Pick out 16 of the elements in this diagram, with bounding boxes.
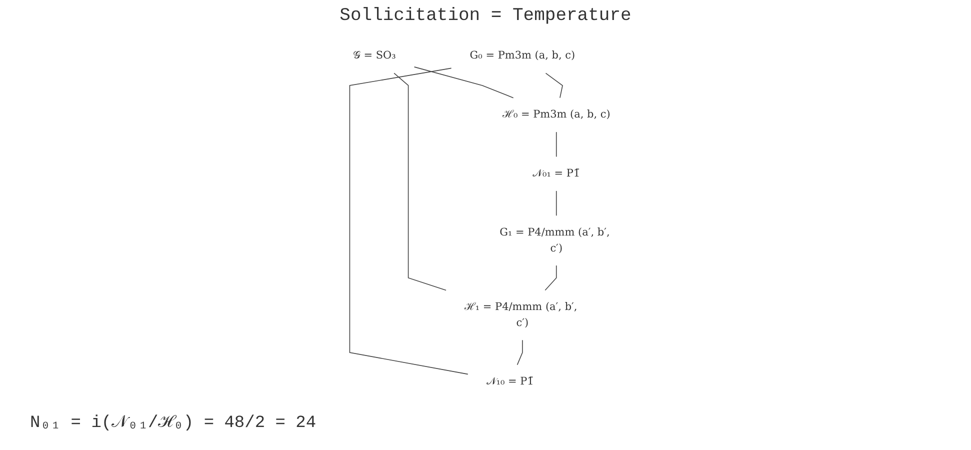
node-text: 𝒩₀₁ = P1̄ — [532, 167, 580, 180]
node-text: 𝒩₁₀ = P1̄ — [486, 375, 534, 388]
connector — [394, 72, 446, 291]
connector — [556, 190, 557, 216]
node-text: 𝒢 = SO₃ — [352, 49, 396, 62]
diagram-title: Sollicitation = Temperature — [338, 6, 632, 26]
connector — [556, 132, 557, 158]
node-text: ℋ₁ = P4/mmm (a′, b′, c′) — [464, 300, 578, 329]
connector — [414, 66, 514, 98]
connector — [516, 340, 523, 366]
node-text: G₁ = P4/mmm (a′, b′, c′) — [500, 226, 610, 254]
formula-note: N₀₁ = i(𝒩₀₁/ℋ₀) = 48/2 = 24 — [30, 413, 316, 433]
connector — [544, 265, 557, 291]
node-text: ℋ₀ = Pm3m (a, b, c) — [502, 108, 610, 121]
node-text: G₀ = Pm3m (a, b, c) — [470, 49, 576, 62]
connector — [349, 68, 468, 375]
